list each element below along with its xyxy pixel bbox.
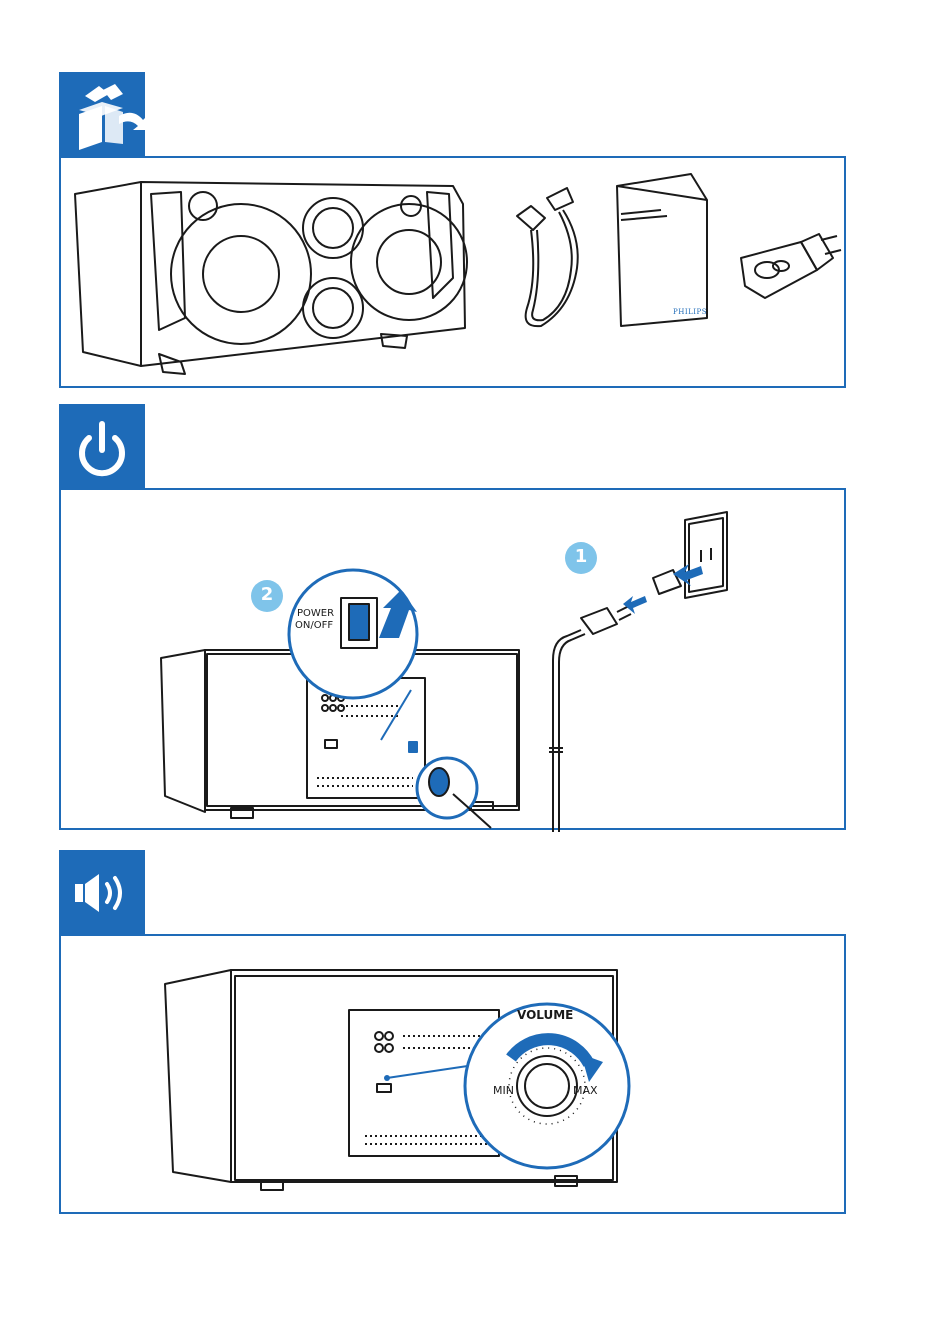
user-manual-illustration: [617, 174, 707, 326]
volume-illustration: [61, 936, 848, 1216]
speaker-volume-icon: [59, 850, 145, 936]
unpack-section-tab: [59, 72, 145, 158]
unpack-box-icon: [59, 72, 145, 158]
main-unit-illustration: [75, 182, 467, 374]
volume-min-label: MIN: [493, 1084, 514, 1097]
step-2-badge: 2: [260, 584, 274, 605]
volume-title: VOLUME: [517, 1008, 573, 1022]
volume-section-tab: [59, 850, 145, 936]
power-connection-illustration: [61, 490, 848, 832]
leaflet-brand-label: PHILIPS: [673, 308, 707, 316]
power-cord-illustration: [517, 188, 578, 326]
power-switch-label-line1: POWER: [297, 608, 334, 619]
power-icon: [59, 404, 145, 490]
step-1-badge: 1: [574, 546, 588, 567]
volume-max-label: MAX: [573, 1084, 598, 1097]
package-contents-illustration: [61, 158, 848, 390]
package-contents-panel: PHILIPS: [59, 156, 846, 388]
plug-adapter-illustration: [741, 234, 841, 298]
power-switch-label-line2: ON/OFF: [295, 620, 333, 631]
volume-panel: VOLUME MIN MAX: [59, 934, 846, 1214]
power-connection-panel: 1 2 POWER ON/OFF: [59, 488, 846, 830]
power-section-tab: [59, 404, 145, 490]
